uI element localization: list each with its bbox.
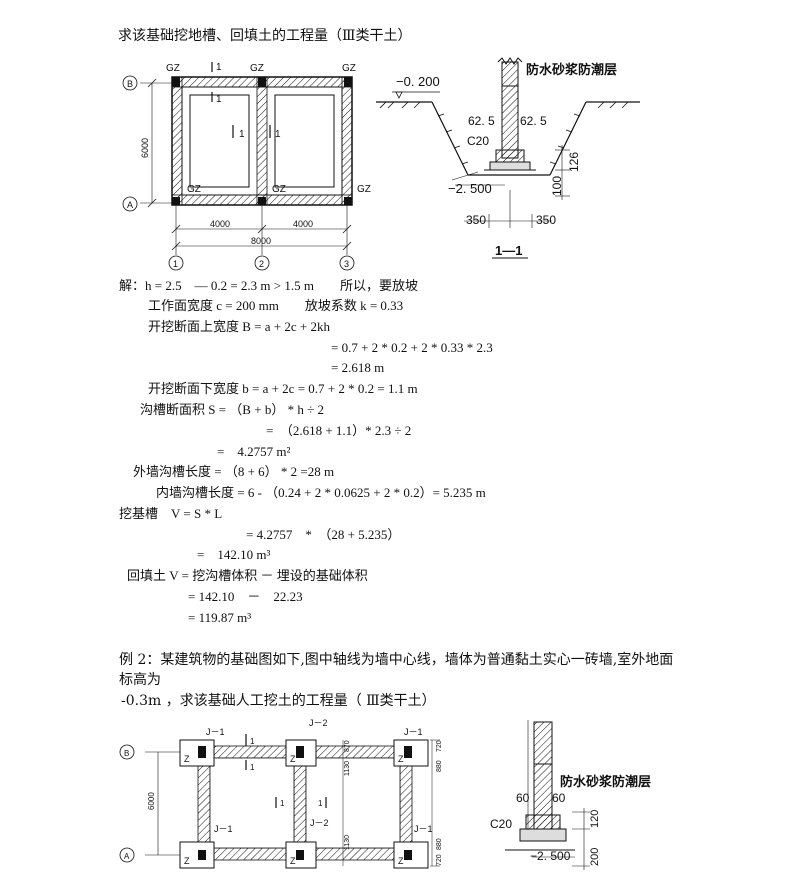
column-label: Z <box>398 856 404 866</box>
dim-6000: 6000 <box>147 792 156 810</box>
gz-label: GZ <box>187 184 201 195</box>
dim-62-5: 62. 5 <box>520 114 547 128</box>
solution-line: 内墙沟槽长度 = 6 - （0.24 + 2 * 0.0625 + 2 * 0.… <box>156 485 486 500</box>
dim-4000: 4000 <box>293 219 313 229</box>
footing-label: J－1 <box>206 727 225 737</box>
solution-line: = 4.2757 m² <box>217 444 291 459</box>
solution-line: = 4.2757 * （28 + 5.235） <box>246 527 401 542</box>
section-mark: 1 <box>239 129 245 140</box>
dim: 880 <box>436 838 443 850</box>
solution-line: = 119.87 m³ <box>188 610 252 625</box>
dim-60: 60 <box>516 791 530 805</box>
dim: 720 <box>436 740 443 752</box>
axis-b-label: B <box>127 79 133 89</box>
concrete-grade: C20 <box>490 817 512 831</box>
dim-8000: 8000 <box>251 236 271 246</box>
dim-350: 350 <box>536 213 556 227</box>
axis-a-label: A <box>124 852 130 861</box>
gz-label: GZ <box>250 63 264 74</box>
footing-label: J－2 <box>310 818 329 828</box>
section-mark: 1 <box>275 129 281 140</box>
dim-100: 100 <box>550 176 564 196</box>
section-mark: 1 <box>318 799 323 808</box>
footing-label: J－1 <box>214 824 233 834</box>
solution-line: 工作面宽度 c = 200 mm 放坡系数 k = 0.33 <box>148 298 404 313</box>
section-mark: 1 <box>280 799 285 808</box>
example2-line: -0.3m ，求该基础人工挖土的工程量（ Ⅲ类干土） <box>121 693 436 709</box>
solution-line: 开挖断面下宽度 b = a + 2c = 0.7 + 2 * 0.2 = 1.1… <box>148 381 418 396</box>
solution-line: 沟槽断面积 S = （B + b） * h ÷ 2 <box>140 402 324 417</box>
section-1-1: −0. 200 防水砂浆防潮层 62. 5 62. 5 C20 126 100 … <box>376 57 640 259</box>
section-mark: 1 <box>216 94 222 105</box>
axis-1-label: 1 <box>173 259 178 269</box>
example2-line: 标高为 <box>119 672 161 688</box>
solution-line: = （2.618 + 1.1）* 2.3 ÷ 2 <box>266 423 412 438</box>
solution-line: 解：h = 2.5 — 0.2 = 2.3 m > 1.5 m 所以，要放坡 <box>119 278 418 293</box>
intro-text: 求该基础挖地槽、回填土的工程量（Ⅲ类干土） <box>118 28 412 44</box>
concrete-grade: C20 <box>467 134 489 148</box>
dim-200: 200 <box>589 848 601 866</box>
dim-350: 350 <box>466 213 486 227</box>
dim-6000: 6000 <box>140 138 150 158</box>
column-label: Z <box>398 754 404 764</box>
section-2: 防水砂浆防潮层 60 60 C20 120 200 −2. 500 <box>490 720 651 870</box>
section-mark: 1 <box>216 62 222 73</box>
solution-line: 外墙沟槽长度 = （8 + 6） * 2 =28 m <box>133 464 335 479</box>
elevation-bottom: −2. 500 <box>448 181 492 196</box>
dim-60: 60 <box>552 791 566 805</box>
axis-3-label: 3 <box>344 259 349 269</box>
elevation-bottom: −2. 500 <box>530 849 571 863</box>
footing-label: J－1 <box>414 824 433 834</box>
column-label: Z <box>184 754 190 764</box>
section-mark: 1 <box>250 737 255 746</box>
plan-2: J－1 J－2 J－1 J－1 J－2 J－1 Z Z Z Z Z Z B A … <box>119 718 443 869</box>
example2-line: 例 2：某建筑物的基础图如下,图中轴线为墙中心线，墙体为普通黏土实心一砖墙,室外… <box>119 652 674 668</box>
section-mark: 1 <box>250 763 255 772</box>
solution-line: = 0.7 + 2 * 0.2 + 2 * 0.33 * 2.3 <box>331 340 493 355</box>
gz-label: GZ <box>272 184 286 195</box>
dim: 720 <box>436 854 443 866</box>
solution-line: = 142.10 m³ <box>197 547 271 562</box>
gz-label: GZ <box>342 63 356 74</box>
section-title: 1—1 <box>495 243 522 258</box>
axis-2-label: 2 <box>259 259 264 269</box>
dim-126: 126 <box>567 152 581 172</box>
damp-proof-label: 防水砂浆防潮层 <box>560 774 651 789</box>
gz-label: GZ <box>166 63 180 74</box>
axis-b-label: B <box>124 749 129 758</box>
dim: 1130 <box>344 761 351 776</box>
column-label: Z <box>290 856 296 866</box>
dim: 880 <box>436 760 443 772</box>
solution-line: = 142.10 － 22.23 <box>188 589 303 604</box>
dim: 1130 <box>344 835 351 850</box>
gz-label: GZ <box>357 184 371 195</box>
dim-120: 120 <box>589 810 601 828</box>
elevation-top: −0. 200 <box>396 74 440 89</box>
solution-line: = 2.618 m <box>331 360 385 375</box>
footing-label: J－1 <box>404 727 423 737</box>
plan-1: GZ GZ GZ GZ GZ GZ 1 1 1 1 B A 1 2 3 6000… <box>122 62 371 271</box>
solution-line: 挖基槽 V = S * L <box>119 506 223 521</box>
dim: 870 <box>344 740 351 752</box>
footing-label: J－2 <box>309 718 328 728</box>
solution-line: 开挖断面上宽度 B = a + 2c + 2kh <box>148 319 330 334</box>
dim-62-5: 62. 5 <box>468 114 495 128</box>
solution-line: 回填土 V = 挖沟槽体积 － 埋设的基础体积 <box>127 568 368 583</box>
axis-a-label: A <box>127 200 133 210</box>
damp-proof-label: 防水砂浆防潮层 <box>526 62 617 77</box>
dim-4000: 4000 <box>210 219 230 229</box>
column-label: Z <box>184 856 190 866</box>
column-label: Z <box>290 754 296 764</box>
